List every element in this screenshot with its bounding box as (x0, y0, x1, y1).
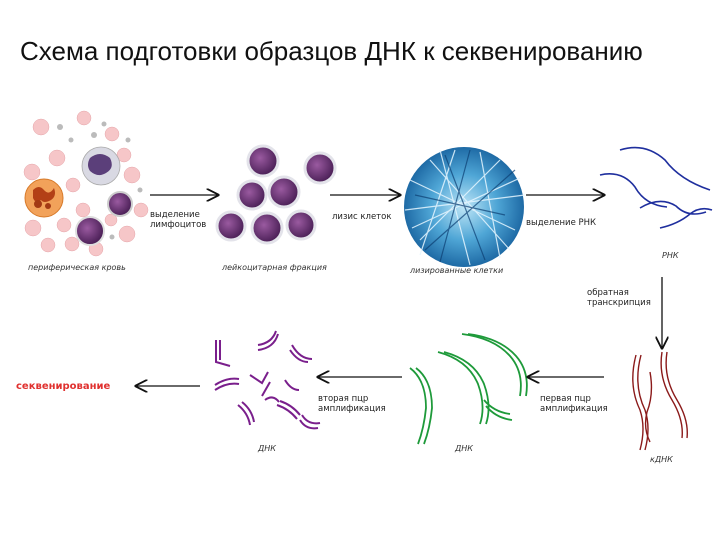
dna-purple-fragments (214, 330, 321, 430)
cdna-strands (632, 351, 688, 451)
caption-rna: РНК (662, 251, 679, 260)
rna-strands (599, 146, 713, 229)
step-label-rna-isolation: выделение РНК (526, 218, 597, 228)
dna-green-strands (409, 333, 528, 445)
caption-lysed-cells: лизированные клетки (410, 266, 504, 275)
caption-leukocyte-fraction: лейкоцитарная фракция (222, 263, 327, 272)
caption-cdna: кДНК (650, 455, 673, 464)
step-label-first-pcr: первая пцр амплификация (540, 394, 608, 414)
step-label-lymph-isolation: выделение лимфоцитов (150, 210, 207, 230)
caption-dna-purple: ДНК (258, 444, 276, 453)
step-label-sequencing: секвенирование (16, 381, 111, 392)
flow-arrows (136, 195, 662, 386)
step-label-cell-lysis: лизис клеток (332, 212, 392, 222)
step-label-second-pcr: вторая пцр амплификация (318, 394, 386, 414)
caption-dna-green: ДНК (455, 444, 473, 453)
peripheral-blood-image (23, 110, 149, 257)
step-label-reverse-transcription: обратная транскрипция (587, 288, 651, 308)
page-title: Схема подготовки образцов ДНК к секвенир… (20, 36, 643, 66)
leukocyte-fraction-image (215, 144, 337, 245)
lysed-cells-image (404, 147, 526, 267)
caption-peripheral-blood: периферическая кровь (28, 263, 126, 272)
